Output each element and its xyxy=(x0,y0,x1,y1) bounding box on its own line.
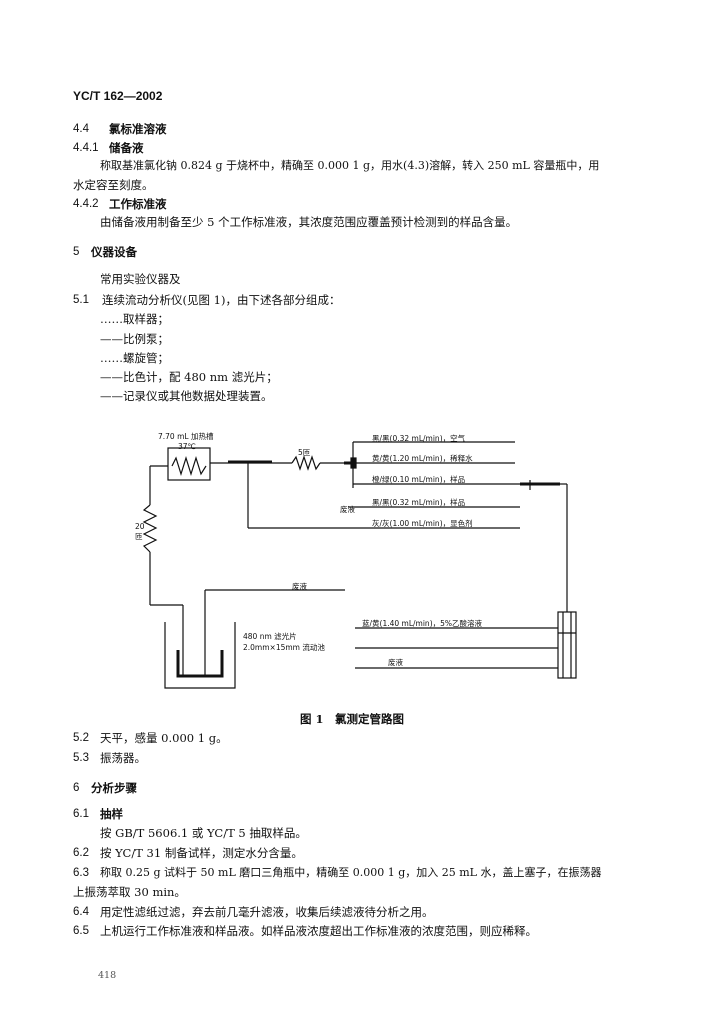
paragraph-line: 水定容至刻度。 xyxy=(73,178,154,192)
coil20-unit-label: 匝 xyxy=(135,532,143,541)
section-title: 工作标准液 xyxy=(109,197,167,211)
section-title: 分析步骤 xyxy=(91,781,137,795)
section-number: 6.2 xyxy=(73,847,89,859)
list-item: ……螺旋管； xyxy=(100,351,169,365)
list-item: ……取样器； xyxy=(100,312,169,326)
section-number: 5.3 xyxy=(73,752,89,764)
standard-code: YC/T 162—2002 xyxy=(73,89,163,103)
paragraph-line: 按 YC/T 31 制备试样，测定水分含量。 xyxy=(100,846,303,860)
section-number: 5.2 xyxy=(73,732,89,744)
paragraph-line: 称取基准氯化钠 0.824 g 于烧杯中，精确至 0.000 1 g，用水(4.… xyxy=(100,159,600,172)
heating-bath-box xyxy=(167,447,211,481)
paragraph-line: 由储备液用制备至少 5 个工作标准液，其浓度范围应覆盖预计检测到的样品含量。 xyxy=(100,215,518,229)
section-number: 5 xyxy=(73,246,80,258)
section-title: 储备液 xyxy=(109,141,144,155)
section-number: 4.4 xyxy=(73,123,89,135)
figure-caption: 图 1 氯测定管路图 xyxy=(300,712,405,726)
waste-label: 废液 xyxy=(388,658,403,667)
colorimeter-vessel xyxy=(164,622,236,689)
page-number: 418 xyxy=(98,970,117,981)
coil20-label: 20 xyxy=(135,522,145,531)
coil5-label: 5匝 xyxy=(298,448,311,457)
paragraph-line: 常用实验仪器及 xyxy=(100,272,181,286)
heating-bath-label: 7.70 mL 加热槽 xyxy=(158,432,214,441)
tube-label: 蓝/黄(1.40 mL/min)，5%乙酸溶液 xyxy=(362,619,483,628)
section-number: 4.4.1 xyxy=(73,142,99,154)
section-title: 仪器设备 xyxy=(91,245,137,259)
mixing-coil-20 xyxy=(142,504,158,553)
filter-label: 480 nm 滤光片 xyxy=(243,632,297,641)
section-number: 6.4 xyxy=(73,906,89,918)
paragraph-line: 用定性滤纸过滤，弃去前几毫升滤液，收集后续滤液待分析之用。 xyxy=(100,905,434,919)
list-item: ——记录仪或其他数据处理装置。 xyxy=(100,389,273,403)
heating-coil xyxy=(171,455,207,477)
list-item: ——比例泵； xyxy=(100,332,169,346)
waste-label: 废液 xyxy=(340,505,355,514)
section-number: 6.5 xyxy=(73,925,89,937)
paragraph-line: 连续流动分析仪(见图 1)，由下述各部分组成： xyxy=(102,293,341,307)
paragraph-line: 天平，感量 0.000 1 g。 xyxy=(100,731,228,745)
section-title: 氯标准溶液 xyxy=(109,122,167,136)
section-number: 6 xyxy=(73,782,80,794)
paragraph-line: 振荡器。 xyxy=(100,751,146,765)
section-number: 4.4.2 xyxy=(73,198,99,210)
flowcell-box xyxy=(557,611,577,679)
flowcell-label: 2.0mm×15mm 流动池 xyxy=(243,643,325,652)
paragraph-line: 按 GB/T 5606.1 或 YC/T 5 抽取样品。 xyxy=(100,826,307,840)
section-number: 6.3 xyxy=(73,867,89,879)
mixing-coil-5 xyxy=(291,455,321,471)
temperature-label: 37℃ xyxy=(178,442,196,451)
tube-label: 黄/黄(1.20 mL/min)，稀释水 xyxy=(372,454,473,463)
section-number: 5.1 xyxy=(73,294,89,306)
paragraph-line: 上振荡萃取 30 min。 xyxy=(73,885,186,899)
tube-label: 黑/黑(0.32 mL/min)，空气 xyxy=(372,434,466,443)
list-item: ——比色计，配 480 nm 滤光片； xyxy=(100,370,278,384)
paragraph-line: 上机运行工作标准液和样品液。如样品液浓度超出工作标准液的浓度范围，则应稀释。 xyxy=(100,924,537,938)
paragraph-line: 称取 0.25 g 试料于 50 mL 磨口三角瓶中，精确至 0.000 1 g… xyxy=(100,866,602,879)
waste-label: 废液 xyxy=(292,582,307,591)
tube-label: 橙/绿(0.10 mL/min)，样品 xyxy=(372,475,466,484)
section-number: 6.1 xyxy=(73,808,89,820)
section-title: 抽样 xyxy=(100,807,123,821)
tube-label: 黑/黑(0.32 mL/min)，样品 xyxy=(372,498,466,507)
tube-label: 灰/灰(1.00 mL/min)，显色剂 xyxy=(372,519,473,528)
